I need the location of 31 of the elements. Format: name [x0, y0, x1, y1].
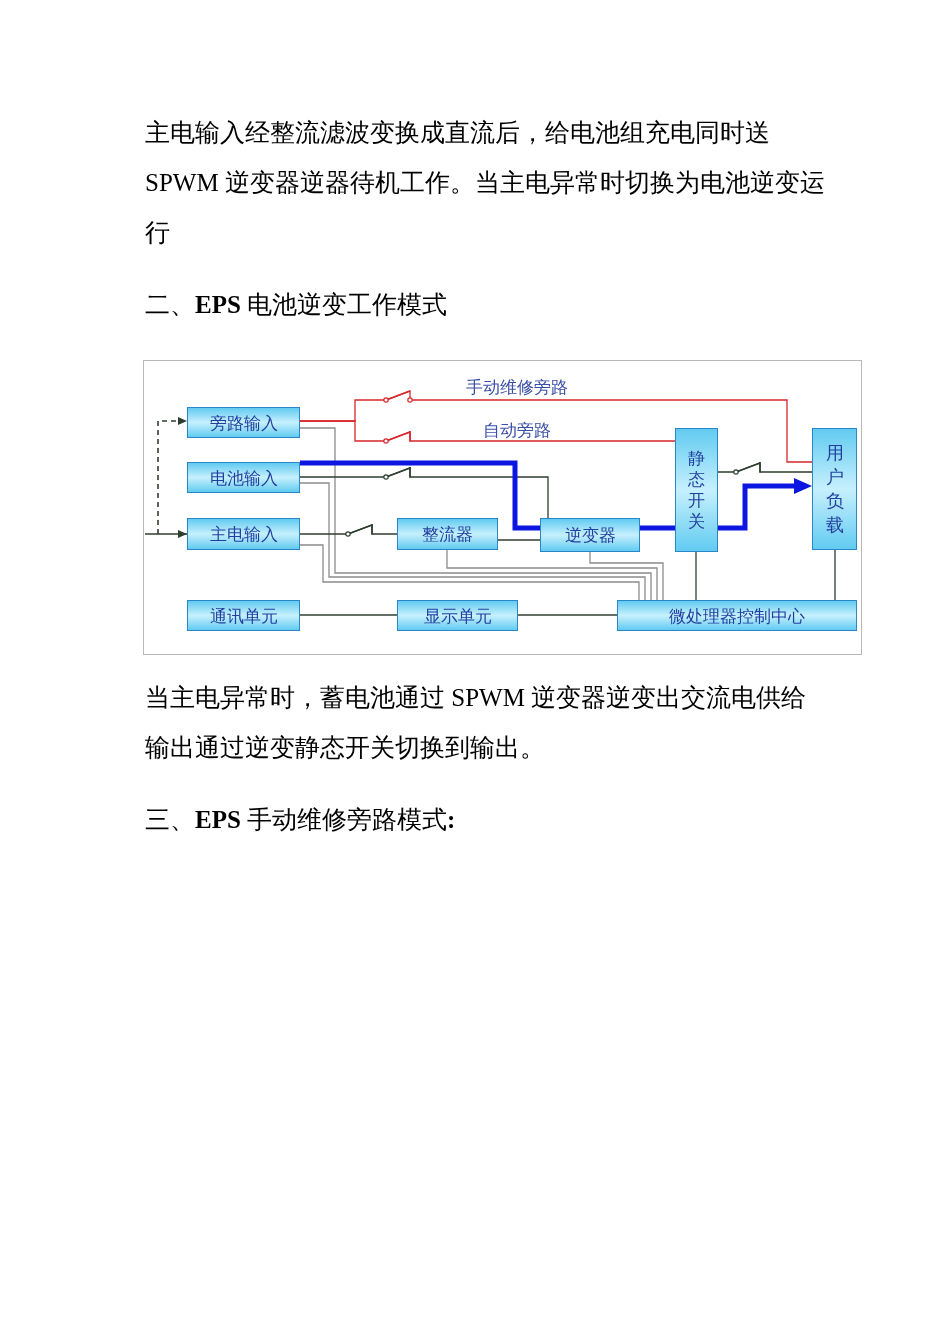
process-box: 逆变器	[540, 518, 640, 552]
flow-arrow	[718, 478, 812, 531]
dashed-arrow	[157, 417, 188, 535]
section-heading: 三、EPS 手动维修旁路模式:	[145, 805, 457, 835]
process-box: 整流器	[397, 518, 498, 550]
vertical-box: 静态开关	[675, 428, 718, 552]
connector-line	[834, 549, 836, 601]
connector-line	[299, 427, 652, 601]
connector-line	[299, 544, 640, 601]
process-box: 通讯单元	[187, 600, 300, 631]
connector-line	[299, 614, 398, 616]
edge-label: 手动维修旁路	[463, 377, 571, 397]
connector-line	[446, 549, 658, 601]
connector-line	[589, 551, 664, 601]
paragraph: 主电输入经整流滤波变换成直流后，给电池组充电同时送SPWM 逆变器逆器待机工作。当主电异常时切换为电池逆变运行	[145, 118, 826, 248]
arrow	[144, 530, 188, 538]
section-heading: 二、EPS 电池逆变工作模式	[145, 290, 449, 320]
paragraph: 当主电异常时，蓄电池通过 SPWM 逆变器逆变出交流电供给输出通过逆变静态开关切换到输出。	[145, 683, 808, 763]
flow-line	[300, 460, 540, 531]
connector-line	[517, 614, 618, 616]
vertical-box: 用户负载	[812, 428, 857, 550]
process-box: 电池输入	[187, 462, 300, 493]
process-box: 主电输入	[187, 518, 300, 550]
connector-line	[299, 420, 676, 442]
connector-line	[497, 539, 541, 541]
flow-line	[640, 525, 675, 531]
process-box: 显示单元	[397, 600, 518, 631]
connector-line	[299, 482, 646, 601]
process-box: 旁路输入	[187, 407, 300, 438]
connector-line	[695, 551, 697, 601]
process-box: 微处理器控制中心	[617, 600, 857, 631]
